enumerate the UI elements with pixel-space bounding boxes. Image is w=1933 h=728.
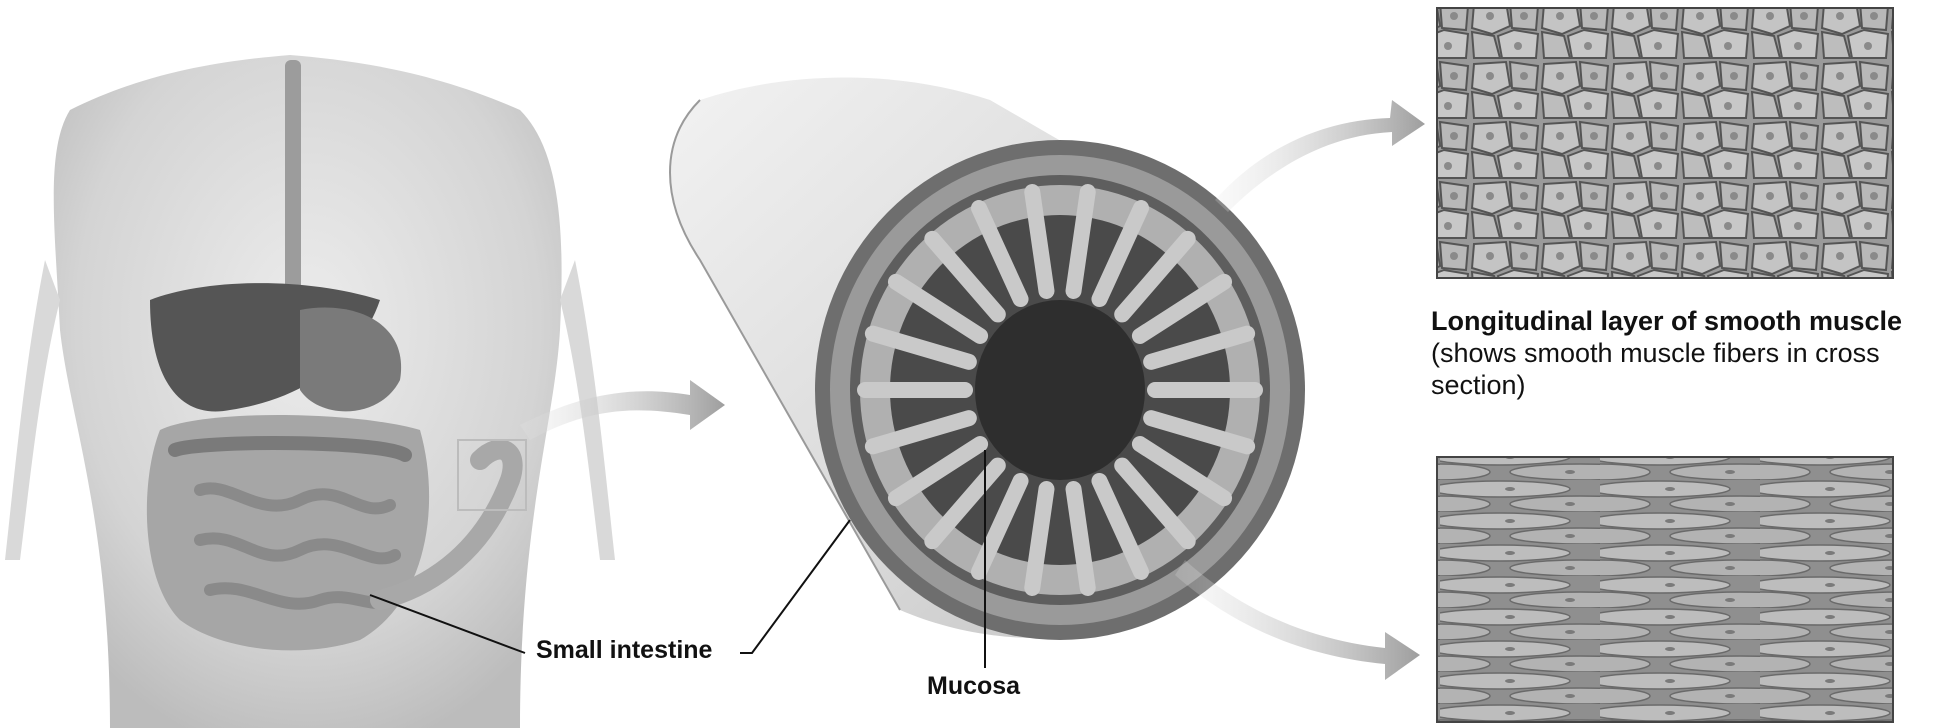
mucosa-label: Mucosa <box>927 672 1020 701</box>
longitudinal-layer-note: (shows smooth muscle fibers in cross sec… <box>1431 338 1880 400</box>
longitudinal-layer-title: Longitudinal layer of smooth muscle <box>1431 306 1902 336</box>
callout-arrow-upper <box>1215 100 1425 212</box>
small-intestine-leader-2 <box>740 520 850 653</box>
intestine-cross-section <box>670 78 1305 641</box>
torso-figure <box>5 55 615 728</box>
longitudinal-layer-label: Longitudinal layer of smooth muscle (sho… <box>1431 305 1911 401</box>
small-intestine-label: Small intestine <box>536 636 712 665</box>
esophagus <box>285 60 301 300</box>
cell-panel <box>1437 8 1893 278</box>
smooth-muscle-panel <box>1437 457 1893 722</box>
lumen <box>975 300 1145 480</box>
